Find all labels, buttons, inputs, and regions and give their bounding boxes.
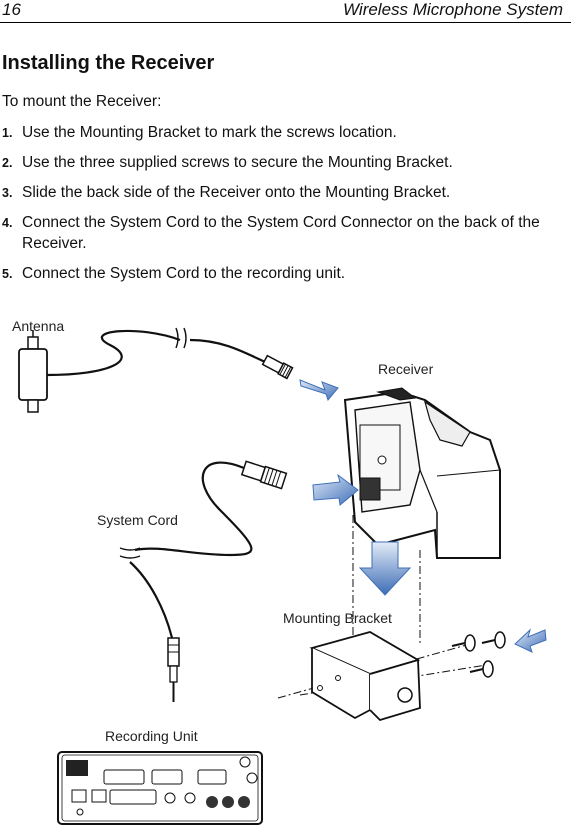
system-cord-icon	[119, 460, 288, 702]
step-number: 2.	[2, 156, 13, 170]
step-text: Use the Mounting Bracket to mark the scr…	[22, 124, 397, 141]
steps-list: 1. Use the Mounting Bracket to mark the …	[2, 122, 568, 293]
antenna-label: Antenna	[12, 318, 65, 334]
step-number: 1.	[2, 126, 13, 140]
intro-text: To mount the Receiver:	[2, 93, 162, 110]
recording-unit-label: Recording Unit	[105, 728, 198, 744]
step-text: Slide the back side of the Receiver onto…	[22, 184, 451, 201]
running-title: Wireless Microphone System	[343, 0, 563, 19]
antenna-cable	[46, 329, 181, 377]
antenna-icon	[18, 330, 48, 413]
break-mark	[175, 327, 187, 349]
receiver-label: Receiver	[378, 361, 434, 377]
step-text: Use the three supplied screws to secure …	[22, 154, 453, 171]
receiver-icon	[343, 387, 501, 559]
screw-icon	[451, 634, 476, 652]
step-item: 5. Connect the System Cord to the record…	[2, 263, 568, 284]
page-number: 16	[2, 0, 21, 19]
step-number: 4.	[2, 216, 13, 230]
step-text: Connect the System Cord to the System Co…	[22, 214, 540, 252]
installation-figure: Antenna Receiver System Cord Mounting Br…	[0, 300, 571, 826]
system-cord-label: System Cord	[97, 512, 178, 528]
recording-unit-icon	[57, 751, 263, 825]
screw-icon	[481, 631, 506, 649]
section-title: Installing the Receiver	[2, 52, 215, 74]
step-number: 3.	[2, 186, 13, 200]
arrow-icon	[312, 473, 359, 506]
step-item: 4. Connect the System Cord to the System…	[2, 212, 568, 254]
antenna-cable-end	[189, 338, 266, 363]
mounting-bracket-label: Mounting Bracket	[283, 610, 392, 626]
step-item: 1. Use the Mounting Bracket to mark the …	[2, 122, 568, 143]
arrow-icon	[299, 379, 339, 402]
step-number: 5.	[2, 267, 13, 281]
arrow-icon	[514, 628, 547, 653]
mounting-bracket-icon	[309, 631, 421, 722]
step-item: 3. Slide the back side of the Receiver o…	[2, 182, 568, 203]
installation-diagram	[18, 327, 547, 825]
arrow-icon	[358, 541, 412, 596]
page-header: 16 Wireless Microphone System	[0, 0, 571, 23]
step-text: Connect the System Cord to the recording…	[22, 265, 346, 282]
antenna-connector-icon	[261, 354, 294, 380]
screw-icon	[469, 660, 494, 678]
step-item: 2. Use the three supplied screws to secu…	[2, 152, 568, 173]
